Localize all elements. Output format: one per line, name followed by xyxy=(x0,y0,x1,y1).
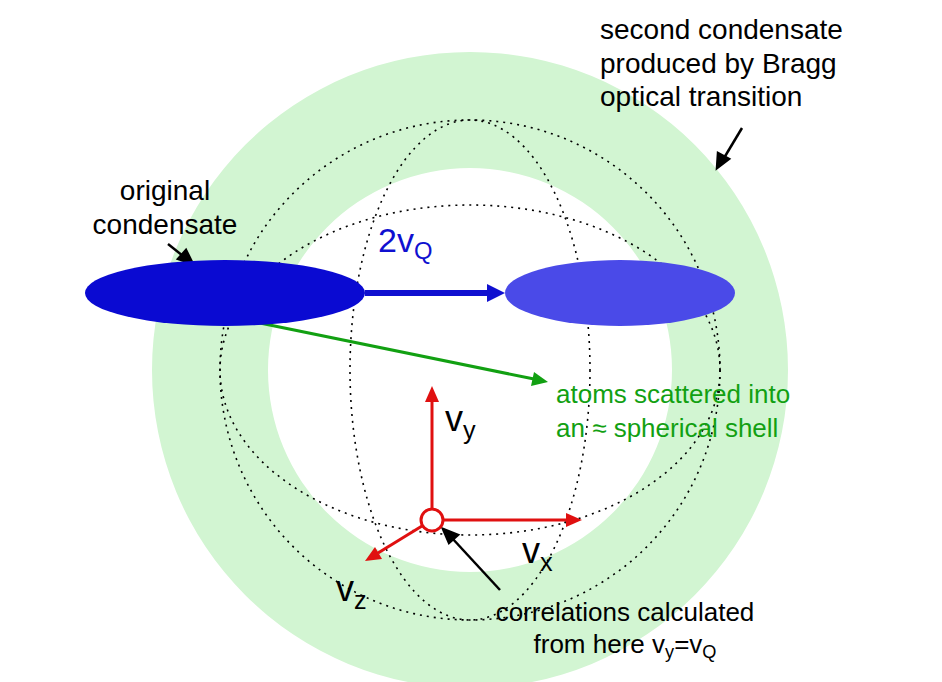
condensate-ellipse: original condensate xyxy=(85,260,365,326)
origin-note-group: from here vy=vQ xyxy=(475,628,775,668)
axis-vy xyxy=(431,400,434,509)
arrow-head xyxy=(425,386,439,402)
arrow-head xyxy=(717,153,729,168)
condensate-label: original condensate xyxy=(85,174,245,241)
axis-label: v xyxy=(522,530,540,571)
dotted-sphere xyxy=(220,120,720,620)
velocity-label: 2v xyxy=(378,221,414,259)
origin-note: Q xyxy=(702,642,716,662)
axis-vz xyxy=(378,526,422,553)
spherical-shell xyxy=(152,52,788,682)
axis-label: v xyxy=(336,568,354,609)
leader-line xyxy=(452,538,500,590)
arrow-head xyxy=(443,529,458,543)
dotted-meridian xyxy=(350,120,590,620)
axis-label: y xyxy=(463,416,476,444)
origin-note: correlations calculated xyxy=(496,597,755,627)
velocity-label: Q xyxy=(414,237,433,264)
leader-line xyxy=(724,128,742,158)
scatter-arrow xyxy=(255,322,534,379)
shell-note-group: atoms scattered into an ≈ spherical shel… xyxy=(556,378,811,446)
velocity-arrow xyxy=(365,284,505,302)
axis-vx xyxy=(443,519,566,522)
velocity-label-group: 2vQ xyxy=(378,220,432,271)
dotted-latitude xyxy=(220,205,720,535)
origin-circle xyxy=(421,509,443,531)
condensate-label: second condensate produced by Bragg opti… xyxy=(600,13,875,114)
axis-label-group: vx xyxy=(522,530,553,583)
axis-label-group: vy xyxy=(445,398,476,451)
axis-label: v xyxy=(445,398,463,439)
arrow-head xyxy=(487,284,505,302)
axis-label: z xyxy=(354,586,367,614)
origin-note-group: correlations calculated xyxy=(475,596,775,628)
arrow-head xyxy=(531,372,548,386)
arrow-head xyxy=(566,513,582,527)
condensate-ellipse: second condensate produced by Bragg opti… xyxy=(505,260,735,326)
axis-label: x xyxy=(540,548,553,576)
origin-note: from here v xyxy=(534,629,666,659)
shell-note: atoms scattered into an ≈ spherical shel… xyxy=(556,379,790,443)
origin-note: y xyxy=(665,642,674,662)
origin-note: =v xyxy=(674,629,702,659)
arrow-head xyxy=(365,547,382,561)
axis-label-group: vz xyxy=(336,568,367,621)
arrow-shaft xyxy=(365,290,489,296)
